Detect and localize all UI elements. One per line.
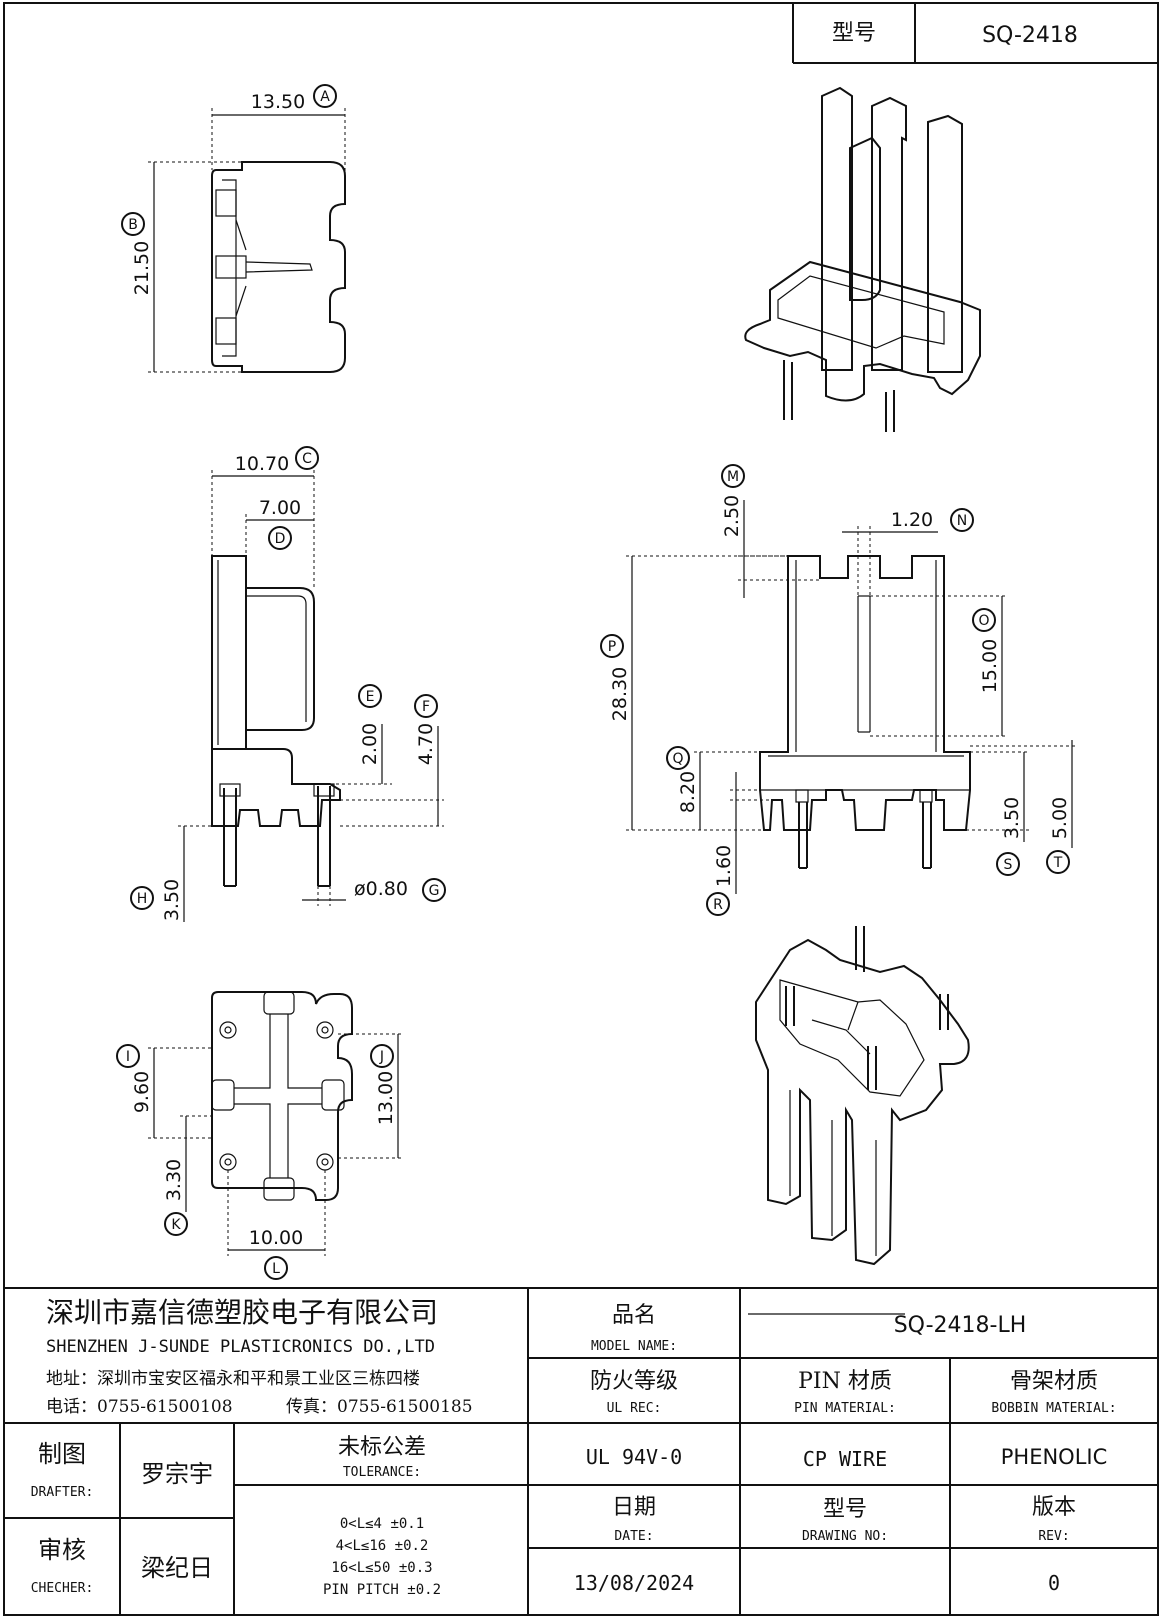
bobbin-material-label-cn: 骨架材质: [1010, 1369, 1098, 1394]
tolerance-row-4: PIN PITCH ±0.2: [323, 1582, 441, 1598]
dim-I-tag: I: [126, 1049, 130, 1065]
pin-material-label-en: PIN MATERIAL:: [794, 1401, 896, 1416]
company-address: 地址：深圳市宝安区福永和平和景工业区三栋四楼: [46, 1369, 420, 1389]
ul-value: UL 94V-0: [586, 1445, 682, 1469]
product-name-label-en: MODEL NAME:: [591, 1339, 677, 1354]
drawing-no-label-en: DRAWING NO:: [802, 1529, 888, 1544]
dim-R-tag: R: [713, 897, 723, 913]
dim-R-value: 1.60: [713, 845, 735, 887]
rev-value: 0: [1048, 1571, 1060, 1595]
company-fax: 传真：0755-61500185: [286, 1397, 473, 1417]
dim-K-tag: K: [171, 1217, 181, 1233]
dim-T-value: 5.00: [1049, 797, 1071, 839]
tolerance-row-2-tol: ±0.2: [395, 1538, 429, 1554]
pin-material-label-cn: PIN 材质: [798, 1369, 892, 1394]
dim-C-value: 10.70: [235, 453, 289, 475]
dim-D-value: 7.00: [259, 497, 301, 519]
dim-G-value: ø0.80: [354, 878, 408, 900]
side-view: 10.70 C 7.00 D 2.00 E 4.70 F ø0.80 G 3.5…: [130, 446, 446, 922]
tolerance-row-3-tol: ±0.3: [399, 1560, 433, 1576]
pin-material-value: CP WIRE: [803, 1447, 887, 1471]
dim-L-tag: L: [272, 1261, 280, 1277]
dim-O-value: 15.00: [979, 639, 1001, 693]
front-view: 2.50 M 1.20 N 15.00 O 28.30 P 8.20 Q 1.6: [600, 464, 1078, 916]
dim-Q-value: 8.20: [677, 771, 699, 813]
product-name-value: SQ-2418-LH: [894, 1313, 1027, 1338]
checker-label-en: CHECHER:: [31, 1581, 94, 1596]
rev-label-cn: 版本: [1032, 1495, 1076, 1520]
ul-label-en: UL REC:: [607, 1401, 662, 1416]
dim-D-tag: D: [275, 531, 286, 547]
dim-T-tag: T: [1053, 855, 1063, 871]
dim-M-tag: M: [727, 469, 739, 485]
tolerance-row-3-range: 16<L≤50: [331, 1560, 390, 1576]
dim-A-tag: A: [320, 89, 330, 105]
dim-J-tag: J: [379, 1049, 384, 1065]
tolerance-row-4-tol: ±0.2: [407, 1582, 441, 1598]
dim-E-tag: E: [366, 689, 375, 705]
dim-N-tag: N: [957, 513, 967, 529]
bobbin-material-label-en: BOBBIN MATERIAL:: [991, 1401, 1116, 1416]
dim-B-tag: B: [128, 217, 138, 233]
top-view: 13.50 A 21.50 B: [121, 84, 346, 373]
dim-H-tag: H: [137, 891, 148, 907]
header-model-box: 型号 SQ-2418: [792, 3, 1158, 64]
dim-E-value: 2.00: [359, 723, 381, 765]
dim-K-value: 3.30: [163, 1159, 185, 1201]
dim-F-value: 4.70: [415, 723, 437, 765]
tolerance-row-1: 0<L≤4 ±0.1: [340, 1516, 424, 1532]
drafter-label-en: DRAFTER:: [31, 1485, 94, 1500]
ul-label-cn: 防火等级: [590, 1369, 678, 1394]
dim-G-tag: G: [429, 883, 440, 899]
iso-view-top: [744, 86, 981, 432]
dim-L-value: 10.00: [249, 1227, 303, 1249]
dim-A-value: 13.50: [251, 91, 305, 113]
date-label-en: DATE:: [614, 1529, 653, 1544]
tolerance-row-4-range: PIN PITCH: [323, 1582, 399, 1598]
dim-B-value: 21.50: [131, 241, 153, 295]
sheet-border: [3, 2, 1159, 1616]
bottom-view: 9.60 I 13.00 J 3.30 K 10.00 L: [116, 991, 404, 1280]
drafter-value: 罗宗宇: [141, 1460, 213, 1488]
dim-S-value: 3.50: [1001, 797, 1023, 839]
dim-J-value: 13.00: [375, 1071, 397, 1125]
dim-H-value: 3.50: [161, 879, 183, 921]
company-phone: 电话：0755-61500108: [46, 1397, 233, 1417]
dim-P-tag: P: [608, 639, 616, 655]
dim-S-tag: S: [1004, 857, 1013, 873]
product-name-label-cn: 品名: [612, 1303, 656, 1328]
iso-view-bottom: [755, 926, 970, 1266]
date-value: 13/08/2024: [574, 1571, 694, 1595]
tolerance-row-1-range: 0<L≤4: [340, 1516, 382, 1532]
header-model-value: SQ-2418: [982, 23, 1078, 48]
dim-N-value: 1.20: [891, 509, 933, 531]
company-name-cn: 深圳市嘉信德塑胶电子有限公司: [46, 1296, 438, 1329]
checker-label-cn: 审核: [38, 1536, 86, 1564]
drawing-no-label-cn: 型号: [823, 1497, 867, 1522]
dim-M-value: 2.50: [721, 495, 743, 537]
company-name-en: SHENZHEN J-SUNDE PLASTICRONICS DO.,LTD: [46, 1337, 435, 1357]
tolerance-row-3: 16<L≤50 ±0.3: [331, 1560, 432, 1576]
tolerance-label-cn: 未标公差: [338, 1435, 426, 1460]
checker-value: 梁纪日: [141, 1554, 213, 1582]
dim-O-tag: O: [978, 613, 989, 629]
drafter-label-cn: 制图: [38, 1440, 86, 1468]
date-label-cn: 日期: [612, 1495, 656, 1520]
title-block: 深圳市嘉信德塑胶电子有限公司 SHENZHEN J-SUNDE PLASTICR…: [4, 1287, 1158, 1615]
tolerance-row-1-tol: ±0.1: [390, 1516, 424, 1532]
tolerance-row-2-range: 4<L≤16: [336, 1538, 387, 1554]
dim-F-tag: F: [422, 699, 430, 715]
dim-P-value: 28.30: [609, 667, 631, 721]
dim-C-tag: C: [302, 451, 312, 467]
tolerance-row-2: 4<L≤16 ±0.2: [336, 1538, 429, 1554]
dim-Q-tag: Q: [672, 751, 683, 767]
dim-I-value: 9.60: [131, 1071, 153, 1113]
bobbin-material-value: PHENOLIC: [1001, 1445, 1108, 1469]
rev-label-en: REV:: [1038, 1529, 1069, 1544]
header-model-label: 型号: [832, 21, 876, 46]
tolerance-label-en: TOLERANCE:: [343, 1465, 421, 1480]
